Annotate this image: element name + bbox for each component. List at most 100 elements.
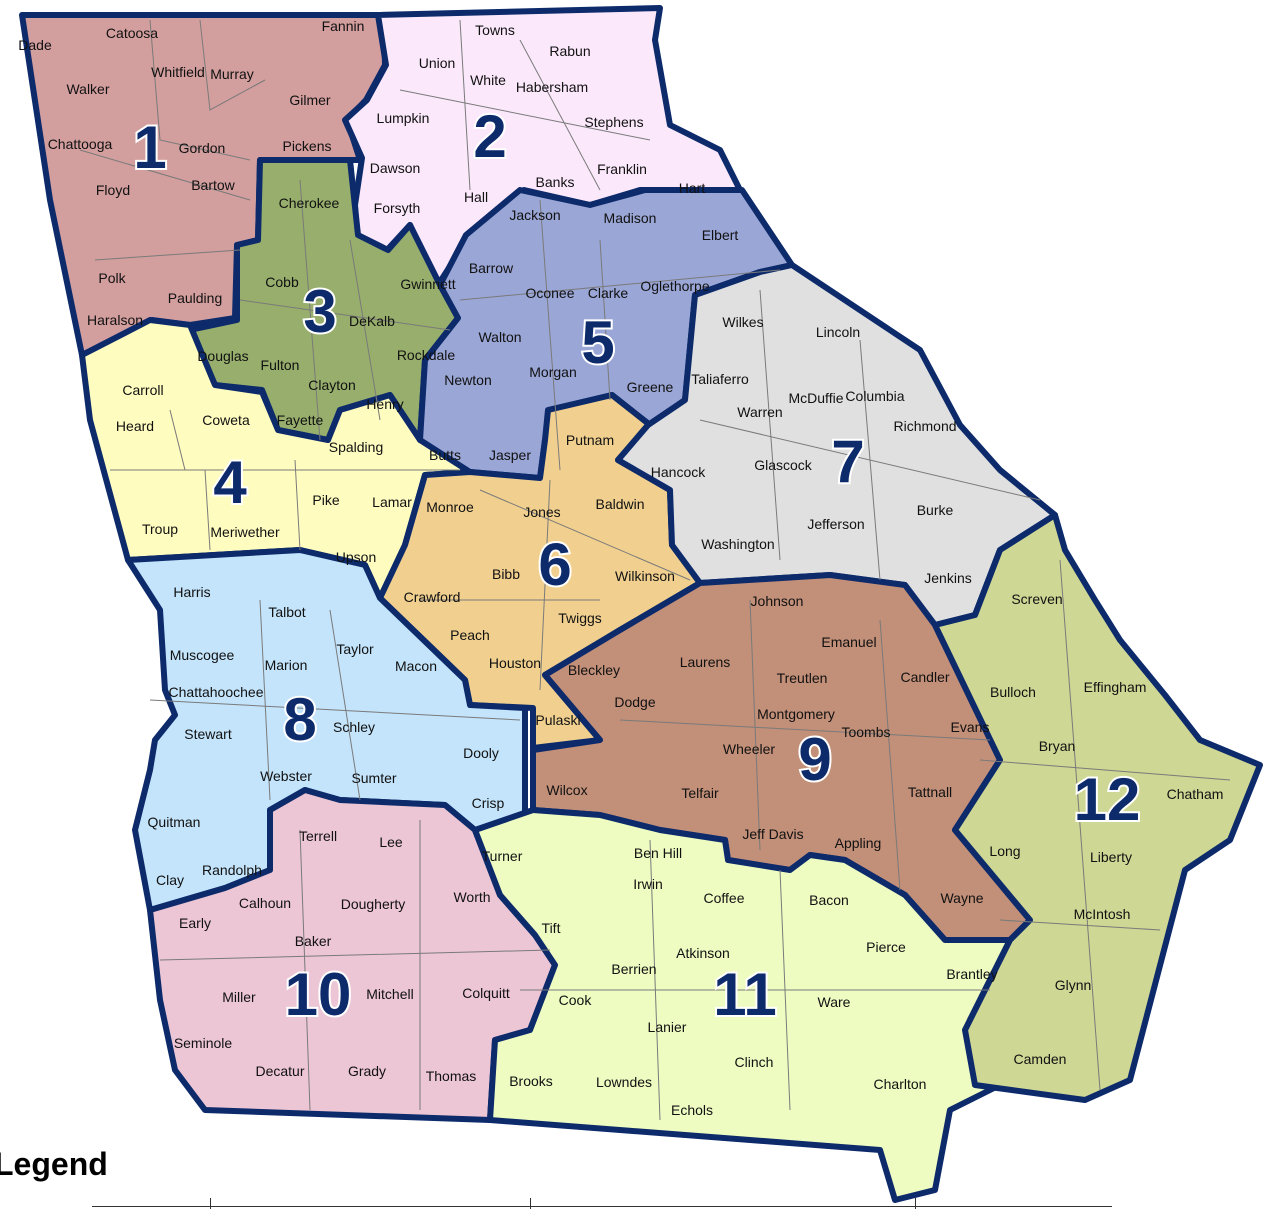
- county-boundaries-region-10: [159, 820, 551, 1111]
- county-label: Franklin: [597, 161, 647, 177]
- county-label: Jackson: [509, 207, 560, 223]
- county-label: Rabun: [549, 43, 590, 59]
- county-label: Seminole: [174, 1035, 233, 1051]
- county-label: Marion: [265, 657, 308, 673]
- county-label: Wilkinson: [615, 568, 675, 584]
- county-label: Candler: [900, 669, 949, 685]
- county-label: Ben Hill: [634, 845, 682, 861]
- county-boundaries-region-2: [399, 19, 651, 191]
- county-label: Bulloch: [990, 684, 1036, 700]
- county-label: Glynn: [1055, 977, 1092, 993]
- county-label: Washington: [701, 536, 774, 552]
- region-number-label: 2: [473, 103, 506, 170]
- county-boundaries-region-8: [149, 599, 521, 801]
- county-label: Bartow: [191, 177, 235, 193]
- county-label: Tattnall: [908, 784, 952, 800]
- county-label: Whitfield: [151, 64, 205, 80]
- region-number-label: 8: [283, 686, 316, 753]
- county-label: Stewart: [184, 726, 232, 742]
- county-label: Hall: [464, 189, 488, 205]
- county-label: Fulton: [261, 357, 300, 373]
- county-label: Johnson: [751, 593, 804, 609]
- county-label: Clayton: [308, 377, 355, 393]
- county-label: Colquitt: [462, 985, 510, 1001]
- county-label: Pike: [312, 492, 339, 508]
- county-label: Brantley: [946, 966, 997, 982]
- county-label: Oconee: [525, 285, 574, 301]
- county-label: Emanuel: [821, 634, 876, 650]
- region-number-label: 7: [831, 428, 864, 495]
- region-number-label: 5: [581, 309, 614, 376]
- county-boundaries-region-6: [420, 479, 691, 691]
- county-label: Mitchell: [366, 986, 413, 1002]
- county-boundaries-region-3: [239, 179, 451, 441]
- county-boundaries-region-12: [979, 559, 1231, 1091]
- county-label: Chattooga: [48, 136, 113, 152]
- county-label: Richmond: [893, 418, 956, 434]
- county-label: Forsyth: [374, 200, 421, 216]
- county-label: Talbot: [268, 604, 305, 620]
- county-lines: [79, 19, 1231, 1121]
- county-label: Atkinson: [676, 945, 730, 961]
- county-boundaries-region-11: [520, 839, 990, 1121]
- county-label: Morgan: [529, 364, 576, 380]
- county-boundaries-region-5: [459, 199, 781, 471]
- county-label: Bryan: [1039, 738, 1076, 754]
- county-label: Gilmer: [289, 92, 331, 108]
- county-label: Jenkins: [924, 570, 971, 586]
- county-label: Taylor: [336, 641, 374, 657]
- county-label: Cherokee: [279, 195, 340, 211]
- county-label: Terrell: [299, 828, 337, 844]
- county-label: Harris: [173, 584, 210, 600]
- county-label: Ware: [818, 994, 851, 1010]
- county-label: Newton: [444, 372, 491, 388]
- county-label: Screven: [1011, 591, 1062, 607]
- county-label: Paulding: [168, 290, 223, 306]
- county-label: Chatham: [1167, 786, 1224, 802]
- county-label: Crawford: [404, 589, 461, 605]
- legend-title: Legend: [0, 1146, 108, 1182]
- county-label: Tift: [542, 920, 561, 936]
- county-label: Schley: [333, 719, 375, 735]
- county-label: Houston: [489, 655, 541, 671]
- county-label: Webster: [260, 768, 312, 784]
- county-label: Union: [419, 55, 456, 71]
- county-label: Carroll: [122, 382, 163, 398]
- county-label: Chattahoochee: [169, 684, 264, 700]
- county-label: Laurens: [680, 654, 731, 670]
- county-label: Lamar: [372, 494, 412, 510]
- region-number-label: 9: [798, 726, 831, 793]
- county-label: Upson: [336, 549, 376, 565]
- county-label: Wheeler: [723, 741, 775, 757]
- county-label: Henry: [366, 396, 403, 412]
- county-label: Habersham: [516, 79, 588, 95]
- county-boundaries-region-7: [699, 289, 1041, 581]
- county-label: Glascock: [754, 457, 813, 473]
- county-label: Effingham: [1084, 679, 1147, 695]
- county-label: Butts: [429, 447, 461, 463]
- legend-rule: [92, 1206, 1112, 1207]
- county-label: Douglas: [197, 348, 248, 364]
- county-label: Charlton: [874, 1076, 927, 1092]
- county-label: Fayette: [277, 412, 324, 428]
- county-label: Calhoun: [239, 895, 291, 911]
- county-label: Columbia: [845, 388, 904, 404]
- county-label: Telfair: [681, 785, 719, 801]
- county-label: Dawson: [370, 160, 421, 176]
- county-label: Walker: [66, 81, 109, 97]
- county-label: Wilcox: [546, 782, 587, 798]
- county-label: Peach: [450, 627, 490, 643]
- county-label: Polk: [98, 270, 126, 286]
- county-label: Bacon: [809, 892, 849, 908]
- county-label: Evans: [951, 719, 990, 735]
- county-label: Sumter: [351, 770, 396, 786]
- county-label: Taliaferro: [691, 371, 749, 387]
- county-label: Madison: [604, 210, 657, 226]
- county-label: Putnam: [566, 432, 614, 448]
- county-label: Murray: [210, 66, 254, 82]
- region-shapes: [19, 5, 1263, 1203]
- county-label: Warren: [737, 404, 782, 420]
- legend-tick: [915, 1198, 916, 1209]
